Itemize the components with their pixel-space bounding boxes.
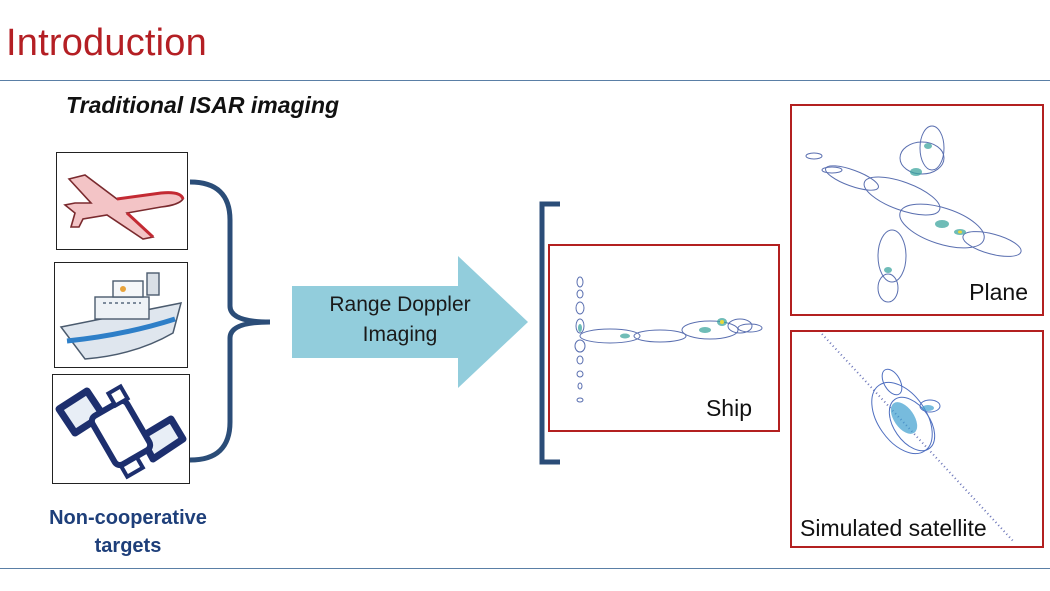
process-label: Range Doppler Imaging [329, 293, 471, 346]
plane-thumbnail [56, 152, 188, 250]
ship-thumbnail [54, 262, 188, 368]
satellite-result-panel: Simulated satellite [790, 330, 1044, 548]
ship-icon [59, 272, 183, 360]
targets-label: Non-cooperative targets [49, 507, 207, 557]
footer-divider [0, 568, 1050, 569]
plane-label: Plane [969, 279, 1028, 305]
targets-bracket [189, 179, 271, 463]
plane-isar-image [805, 125, 1022, 303]
satellite-isar-image [821, 333, 1015, 543]
results-bracket [539, 201, 560, 465]
slide-subtitle: Traditional ISAR imaging [66, 92, 340, 118]
satellite-thumbnail [52, 374, 190, 484]
slide-title: Introduction [6, 22, 207, 64]
satellite-icon [55, 383, 187, 480]
satellite-label: Simulated satellite [800, 515, 987, 541]
airplane-icon [63, 174, 185, 240]
ship-isar-image [574, 276, 763, 403]
ship-result-panel: Ship [548, 244, 780, 432]
ship-label: Ship [705, 395, 752, 421]
title-divider [0, 80, 1050, 81]
process-arrow [292, 256, 528, 388]
plane-result-panel: Plane [790, 104, 1044, 316]
